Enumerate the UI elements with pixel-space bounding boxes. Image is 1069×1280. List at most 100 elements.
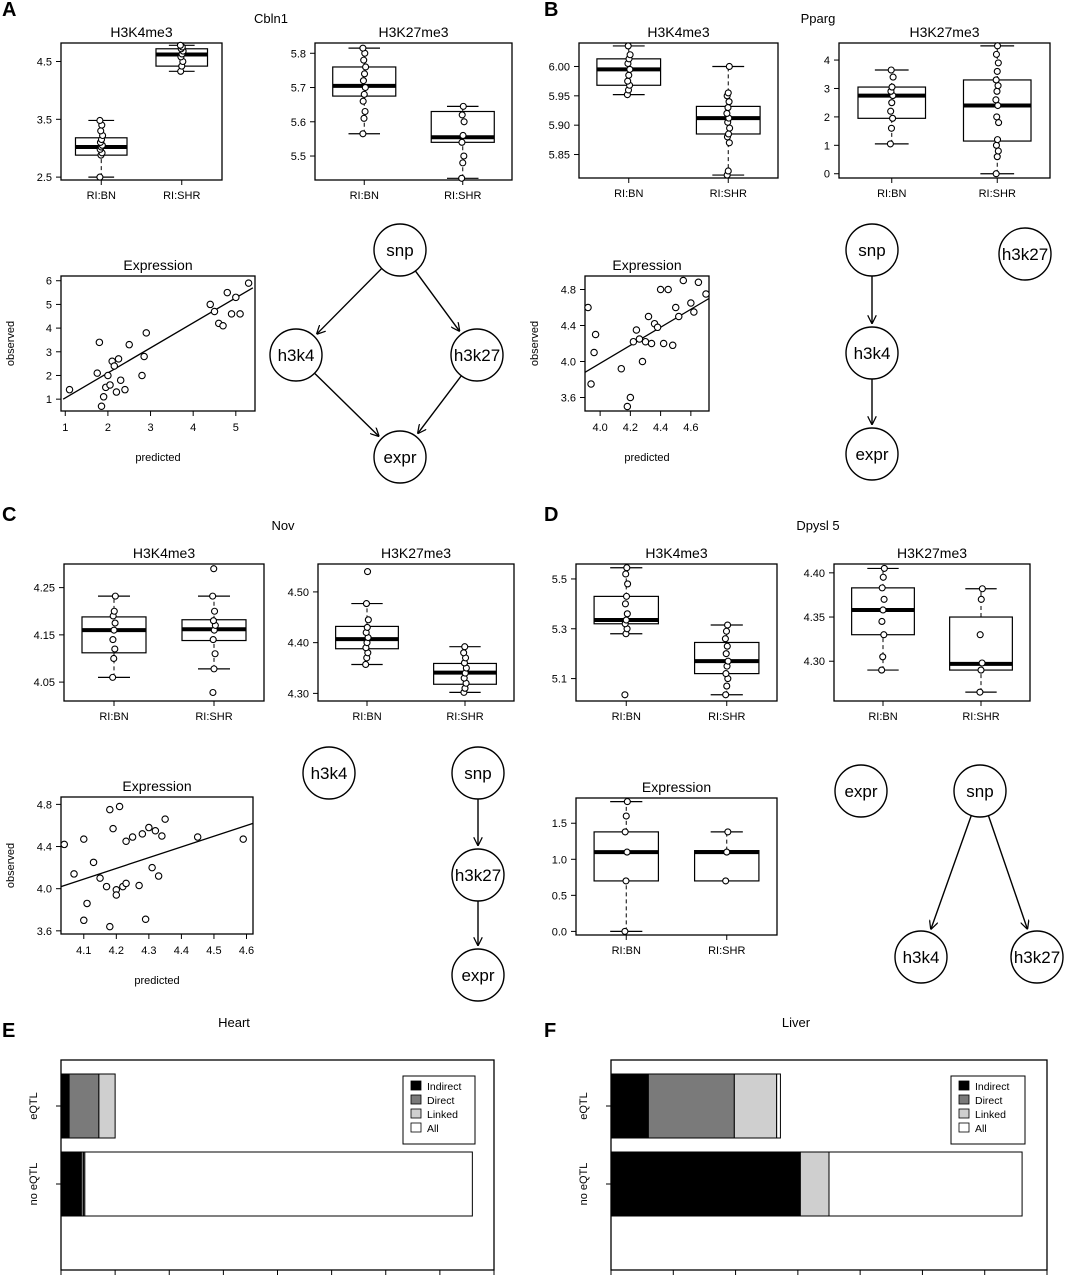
node-label-snp: snp [858,241,885,260]
data-point [360,56,368,64]
data-point [702,290,710,298]
y-tick-label: 4.30 [288,688,309,700]
node-label-snp: snp [966,782,993,801]
node-h3k27 [998,227,1052,281]
chart-title: H3K27me3 [378,24,448,40]
data-point [623,402,632,411]
data-point [83,899,91,908]
y-tick-label: 3 [824,83,830,95]
data-point [668,341,677,350]
data-point [889,73,897,81]
y-tick-label: 4.0 [37,884,52,896]
data-point [624,580,632,588]
x-tick-label: RI:BN [99,711,128,723]
node-label-expr: expr [383,448,416,467]
x-axis-label: predicted [134,975,179,987]
bar-segment-indirect [610,1073,649,1139]
bar-segment-direct [647,1073,735,1139]
node-label-h3k4: h3k4 [278,346,315,365]
node-expr [451,948,505,1002]
node-label-h3k4: h3k4 [903,948,940,967]
data-point [629,337,638,346]
data-point [624,77,632,85]
data-point [359,77,367,85]
y-tick-label: 4.4 [37,842,52,854]
y-tick-label: 5.5 [291,151,306,163]
data-point [621,828,629,836]
legend-label: Direct [975,1095,1003,1107]
data-point [725,62,733,71]
y-tick-label: 4.5 [37,56,52,68]
y-tick-label: 4 [824,55,830,67]
plot-frame [584,275,710,412]
y-tick-label: 4.30 [804,656,825,668]
data-point [590,348,598,357]
y-tick-label: 5.8 [291,48,306,60]
data-point [888,99,896,107]
data-point [110,626,118,634]
data-point [106,922,114,931]
y-tick-label: 4.25 [34,583,55,595]
data-point [584,303,592,312]
x-tick-label: 4 [190,422,196,434]
x-tick-label: RI:BN [868,711,897,723]
data-point [96,116,104,125]
data-point [722,877,730,885]
data-point [879,606,887,614]
data-point [724,89,732,97]
data-point [104,371,112,380]
legend-swatch-linked [958,1108,970,1119]
chart-title: Expression [612,257,681,273]
data-point [360,114,368,122]
chart-title: H3K4me3 [110,24,172,40]
data-point [635,335,644,343]
legend-label: Linked [975,1109,1006,1121]
data-point [461,643,469,651]
data-point [361,107,369,116]
node-label-h3k27: h3k27 [455,866,501,885]
data-point [360,90,368,98]
stacked-bar-F: 050100150200250300350Number of geneseQTL… [578,1059,1048,1275]
chart-title: H3K4me3 [133,545,195,561]
y-tick-label: 4.50 [288,587,309,599]
data-point [722,670,730,678]
data-point [993,113,1001,121]
node-expr [373,430,427,484]
plot-frame [578,42,779,179]
data-point [112,388,121,396]
data-point [158,832,166,840]
data-point [138,371,146,380]
x-tick-label: RI:BN [87,190,116,202]
chart-title: H3K27me3 [381,545,451,561]
data-point [886,140,894,148]
data-point [671,303,680,312]
y-tick-label: 0 [824,169,830,181]
data-point [211,650,219,658]
y-tick-label: 2 [46,370,52,382]
y-axis-label: observed [5,321,17,366]
chart-title: H3K4me3 [647,24,709,40]
data-point [722,650,730,658]
y-tick-label: 3.6 [561,393,576,405]
data-point [236,310,244,318]
data-point [193,833,202,841]
panel-letter-C: C [2,504,16,526]
chart-title: H3K27me3 [897,545,967,561]
data-point [724,104,732,112]
data-point [110,654,118,663]
y-axis-label: observed [529,321,541,366]
fit-line [584,297,710,373]
plot-frame [838,42,1051,179]
category-label: eQTL [28,1092,40,1120]
data-point [109,636,117,644]
panel-title-A: Cbln1 [254,11,288,26]
legend-label: Direct [427,1095,455,1107]
chart-title: Expression [122,778,191,794]
data-point [60,840,69,849]
y-tick-label: 4.0 [561,357,576,369]
data-point [116,376,125,384]
plot-frame [317,563,515,702]
